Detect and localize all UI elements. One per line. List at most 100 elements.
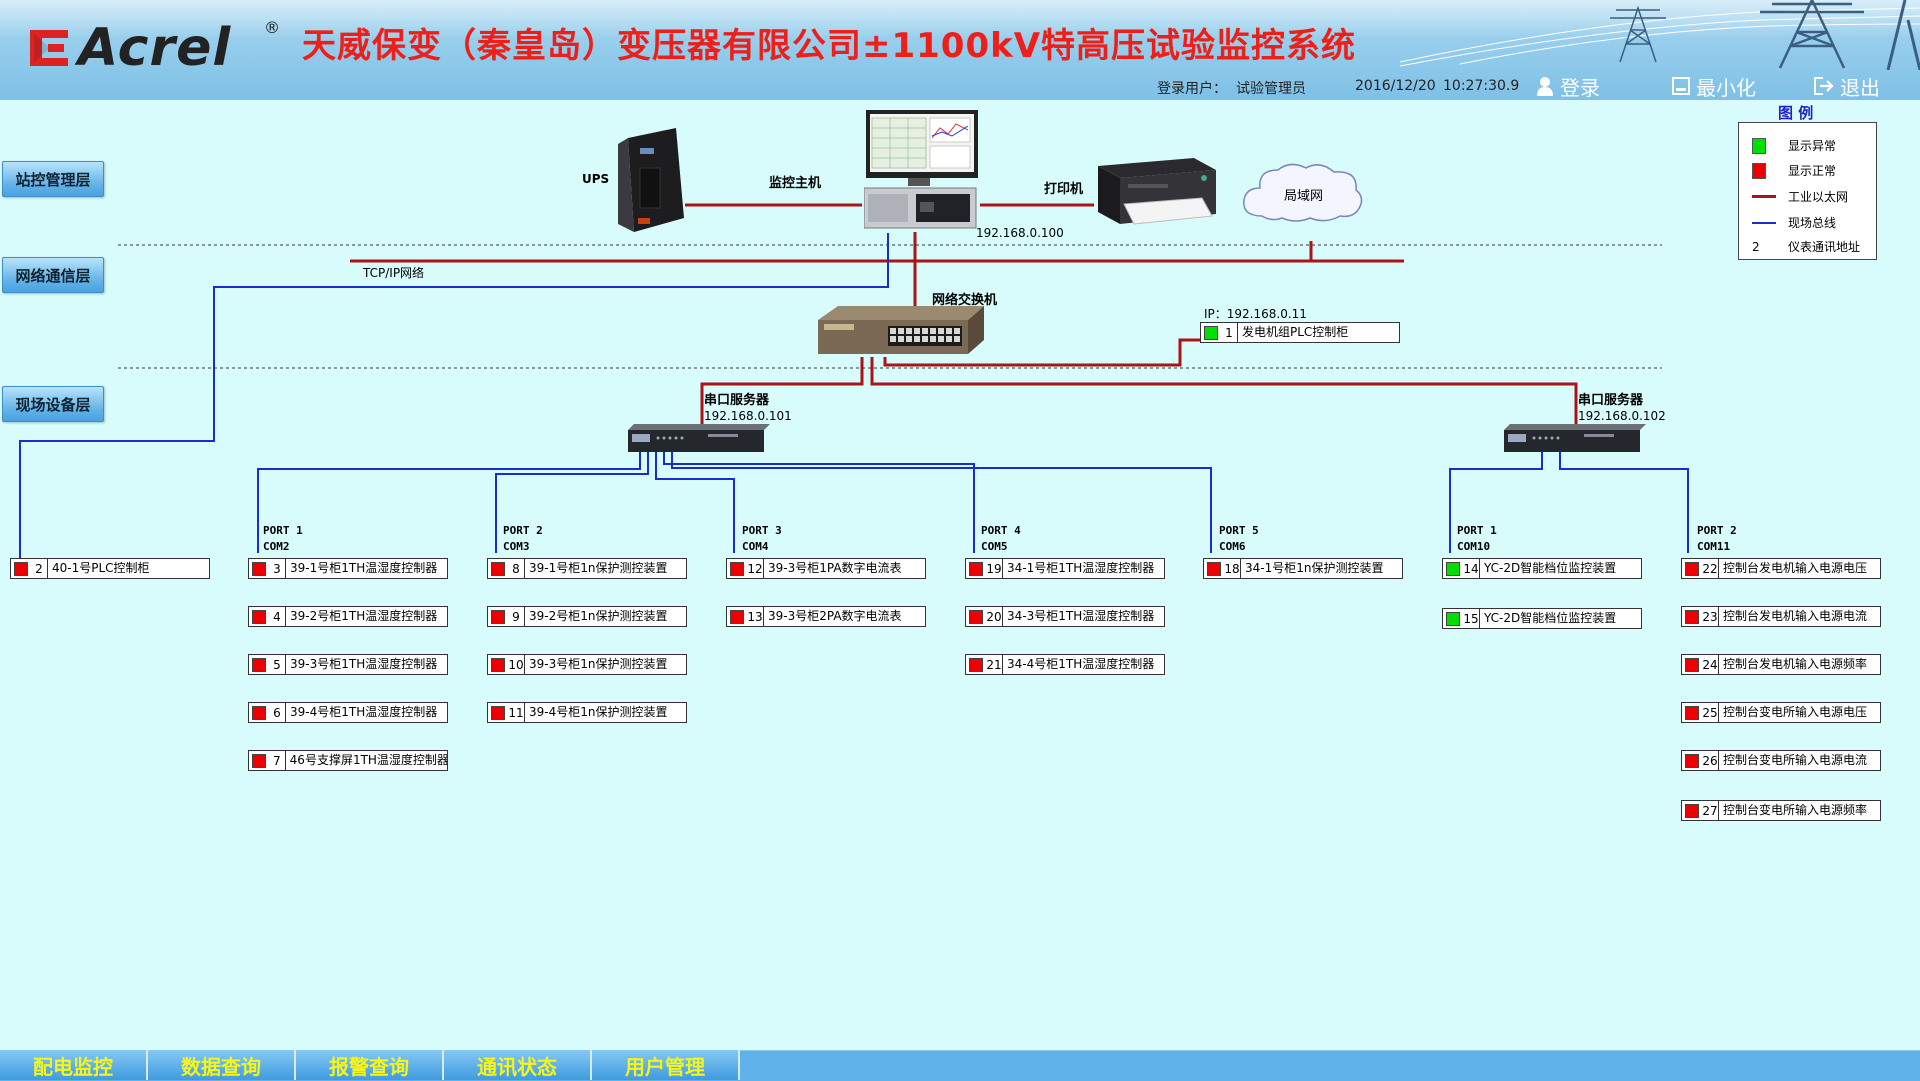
lan-cloud-image <box>1243 163 1363 222</box>
status-indicator <box>14 561 28 576</box>
fieldbus-lines <box>19 233 1689 560</box>
layer-network-communication[interactable]: 网络通信层 <box>2 257 104 293</box>
layer-station-management[interactable]: 站控管理层 <box>2 161 104 197</box>
user-name: 试验管理员 <box>1236 81 1306 97</box>
time-display: 10:27:30.9 <box>1443 78 1520 94</box>
logo-registered: ® <box>264 18 280 37</box>
legend-red-swatch <box>1752 162 1766 179</box>
legend-item-abnormal: 显示异常 <box>1752 137 1836 154</box>
login-button[interactable]: 登录 <box>1536 74 1600 100</box>
acrel-logo: Acrel ® <box>28 18 280 78</box>
serial-server-1-image <box>628 424 770 452</box>
tab-data-query[interactable]: 数据查询 <box>148 1050 296 1080</box>
status-indicator <box>1207 561 1221 576</box>
host-label: 监控主机 <box>769 176 822 191</box>
plc-ip: IP：192.168.0.11 <box>1204 307 1307 321</box>
serial-server-1-label: 串口服务器 <box>704 393 770 408</box>
status-indicator <box>1446 611 1460 626</box>
legend-item-normal: 显示正常 <box>1752 162 1836 179</box>
status-indicator <box>252 705 266 720</box>
legend-title: 图 例 <box>1778 104 1814 122</box>
serial-server-2-label: 串口服务器 <box>1578 393 1644 408</box>
user-label: 登录用户： <box>1157 81 1227 97</box>
minimize-button[interactable]: 最小化 <box>1672 74 1756 100</box>
serial-server-2-image <box>1504 424 1646 452</box>
tab-power-monitoring[interactable]: 配电监控 <box>0 1050 148 1080</box>
status-indicator <box>491 657 505 672</box>
exit-label: 退出 <box>1840 75 1880 100</box>
header-highlight <box>0 0 1920 38</box>
status-indicator <box>1685 803 1699 818</box>
status-indicator <box>1685 657 1699 672</box>
login-label: 登录 <box>1560 75 1600 100</box>
user-icon <box>1537 77 1553 96</box>
status-indicator <box>1204 325 1218 340</box>
serial-server-2-ip: 192.168.0.102 <box>1578 409 1666 423</box>
status-indicator <box>252 609 266 624</box>
status-indicator <box>969 561 983 576</box>
monitoring-host-image <box>864 110 978 229</box>
status-indicator <box>491 609 505 624</box>
layer-field-device[interactable]: 现场设备层 <box>2 386 104 422</box>
tab-user-management[interactable]: 用户管理 <box>592 1050 740 1080</box>
status-indicator <box>1685 561 1699 576</box>
switch-label: 网络交换机 <box>932 293 998 308</box>
status-indicator <box>969 609 983 624</box>
status-indicator <box>1446 561 1460 576</box>
tab-communication-status[interactable]: 通讯状态 <box>444 1050 592 1080</box>
status-indicator <box>1685 753 1699 768</box>
legend-green-swatch <box>1752 137 1766 154</box>
exit-button[interactable]: 退出 <box>1814 74 1880 100</box>
status-indicator <box>491 561 505 576</box>
acrel-mark-icon <box>30 30 68 66</box>
legend-item-ethernet: 工业以太网 <box>1752 188 1848 205</box>
status-indicator <box>252 561 266 576</box>
status-indicator <box>969 657 983 672</box>
tab-alarm-query[interactable]: 报警查询 <box>296 1050 444 1080</box>
exit-icon <box>1814 77 1834 95</box>
logo-text: Acrel <box>78 18 232 78</box>
page-title: 天威保变（秦皇岛）变压器有限公司±1100kV特高压试验监控系统 <box>302 26 1357 66</box>
minimize-icon <box>1672 77 1690 95</box>
legend-fieldbus-line <box>1752 221 1776 224</box>
tcpip-label: TCP/IP网络 <box>363 266 425 280</box>
host-ip: 192.168.0.100 <box>976 226 1064 240</box>
power-tower-decoration <box>1400 0 1920 70</box>
ups-label: UPS <box>582 172 610 186</box>
status-indicator <box>730 609 744 624</box>
serial-server-1-ip: 192.168.0.101 <box>704 409 792 423</box>
status-indicator <box>252 753 266 768</box>
